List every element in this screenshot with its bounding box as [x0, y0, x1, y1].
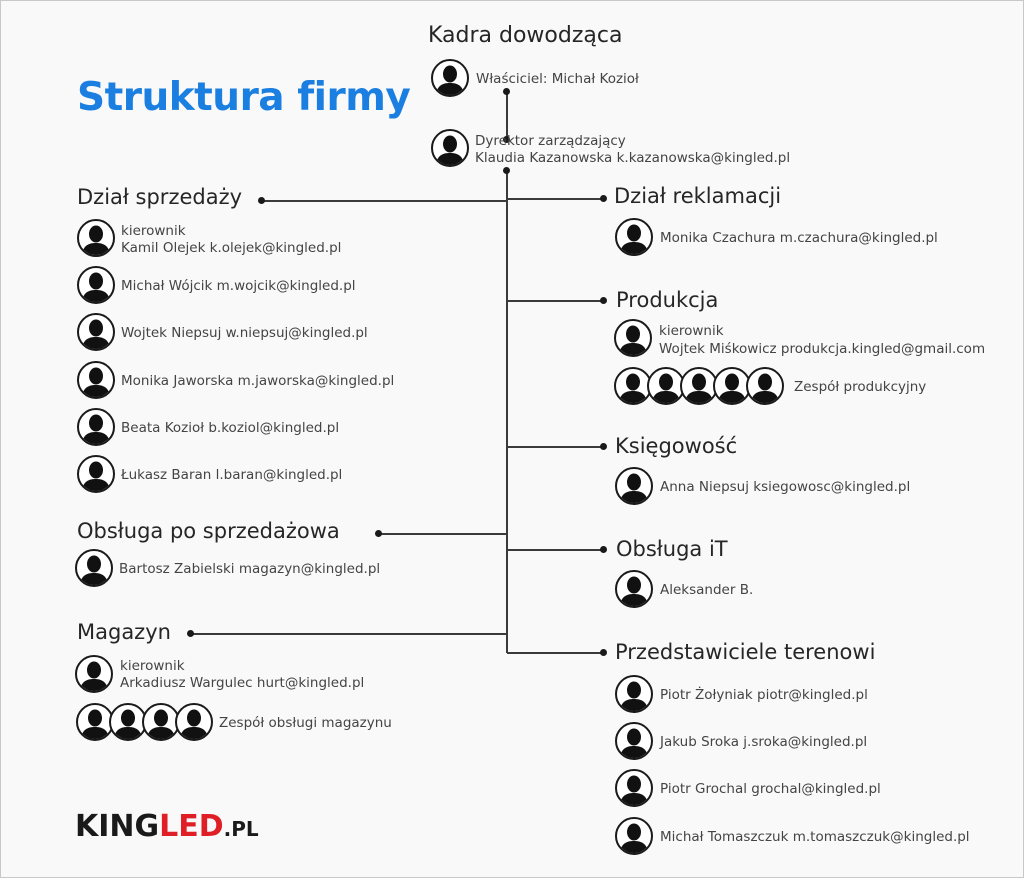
- logo-led: LED: [159, 809, 224, 844]
- person-avatar-icon: [615, 675, 653, 713]
- field-member: Michał Tomaszczuk m.tomaszczuk@kingled.p…: [660, 829, 970, 845]
- person-avatar-icon: [77, 361, 115, 399]
- heading-field: Przedstawiciele terenowi: [615, 640, 876, 664]
- accounting-member: Anna Niepsuj ksiegowosc@kingled.pl: [660, 479, 911, 495]
- person-avatar-icon: [615, 817, 653, 855]
- connector-dot-icon: [503, 167, 510, 174]
- logo-king: KING: [75, 809, 160, 844]
- sales-member: Monika Jaworska m.jaworska@kingled.pl: [121, 373, 395, 389]
- person-avatar-icon: [431, 59, 469, 97]
- director-name: Klaudia Kazanowska k.kazanowska@kingled.…: [475, 150, 791, 166]
- heading-accounting: Księgowość: [615, 434, 738, 458]
- connector-owner-director: [506, 91, 508, 141]
- person-avatar-icon: [77, 313, 115, 351]
- owner-label: Właściciel: Michał Kozioł: [476, 71, 639, 87]
- connector-dot-icon: [258, 197, 265, 204]
- sales-member: Wojtek Niepsuj w.niepsuj@kingled.pl: [121, 325, 368, 341]
- person-avatar-icon: [615, 570, 653, 608]
- person-avatar-icon: [614, 367, 652, 405]
- heading-sales: Dział sprzedaży: [77, 185, 243, 209]
- warehouse-manager-name: Arkadiusz Wargulec hurt@kingled.pl: [120, 675, 365, 691]
- person-avatar-icon: [77, 455, 115, 493]
- connector-dot-icon: [600, 443, 607, 450]
- connector-dot-icon: [503, 136, 510, 143]
- connector-dot-icon: [503, 88, 510, 95]
- sales-manager-name: Kamil Olejek k.olejek@kingled.pl: [121, 240, 342, 256]
- person-avatar-icon: [75, 549, 113, 587]
- production-team-label: Zespół produkcyjny: [794, 379, 927, 395]
- person-avatar-icon: [746, 367, 784, 405]
- branch-warehouse: [191, 633, 507, 635]
- heading-production: Produkcja: [616, 288, 719, 312]
- heading-management: Kadra dowodząca: [428, 23, 623, 48]
- branch-it: [507, 549, 603, 551]
- connector-main-trunk: [506, 171, 508, 653]
- heading-warehouse: Magazyn: [77, 620, 171, 644]
- sales-manager-role: kierownik: [121, 223, 186, 239]
- director-role: Dyrektor zarządzający: [475, 133, 626, 149]
- person-avatar-icon: [77, 266, 115, 304]
- complaints-member: Monika Czachura m.czachura@kingled.pl: [660, 230, 938, 246]
- connector-dot-icon: [600, 297, 607, 304]
- person-avatar-icon: [175, 703, 213, 741]
- connector-dot-icon: [600, 195, 607, 202]
- sales-member: Beata Kozioł b.koziol@kingled.pl: [121, 420, 340, 436]
- heading-it: Obsługa iT: [616, 537, 728, 561]
- field-member: Piotr Żołyniak piotr@kingled.pl: [660, 687, 868, 703]
- person-avatar-icon: [77, 219, 115, 257]
- connector-dot-icon: [600, 649, 607, 656]
- person-avatar-icon: [431, 129, 469, 167]
- warehouse-manager-role: kierownik: [120, 658, 185, 674]
- connector-dot-icon: [187, 630, 194, 637]
- production-manager-name: Wojtek Miśkowicz produkcja.kingled@gmail…: [659, 341, 986, 357]
- warehouse-team-label: Zespół obsługi magazynu: [219, 715, 392, 731]
- person-avatar-icon: [76, 703, 114, 741]
- branch-complaints: [507, 198, 603, 200]
- connector-dot-icon: [375, 530, 382, 537]
- person-avatar-icon: [77, 408, 115, 446]
- field-member: Piotr Grochal grochal@kingled.pl: [660, 781, 881, 797]
- person-avatar-icon: [680, 367, 718, 405]
- sales-member: Łukasz Baran l.baran@kingled.pl: [121, 467, 343, 483]
- logo-pl: .PL: [223, 817, 259, 841]
- connector-dot-icon: [600, 546, 607, 553]
- branch-production: [507, 300, 603, 302]
- person-avatar-icon: [615, 722, 653, 760]
- branch-accounting: [507, 446, 603, 448]
- kingled-logo: KINGLED.PL: [75, 809, 259, 844]
- it-member: Aleksander B.: [660, 582, 754, 598]
- person-avatar-icon: [713, 367, 751, 405]
- branch-sales: [262, 200, 507, 202]
- sales-member: Michał Wójcik m.wojcik@kingled.pl: [121, 278, 356, 294]
- person-avatar-icon: [615, 769, 653, 807]
- heading-aftersales: Obsługa po sprzedażowa: [77, 519, 340, 543]
- heading-complaints: Dział reklamacji: [614, 184, 782, 208]
- production-manager-role: kierownik: [659, 323, 724, 339]
- page-title: Struktura firmy: [77, 75, 411, 120]
- person-avatar-icon: [615, 218, 653, 256]
- field-member: Jakub Sroka j.sroka@kingled.pl: [660, 734, 868, 750]
- person-avatar-icon: [142, 703, 180, 741]
- person-avatar-icon: [109, 703, 147, 741]
- person-avatar-icon: [75, 655, 113, 693]
- branch-field: [507, 652, 603, 654]
- person-avatar-icon: [615, 467, 653, 505]
- branch-aftersales: [379, 533, 507, 535]
- aftersales-member: Bartosz Zabielski magazyn@kingled.pl: [119, 561, 381, 577]
- person-avatar-icon: [614, 319, 652, 357]
